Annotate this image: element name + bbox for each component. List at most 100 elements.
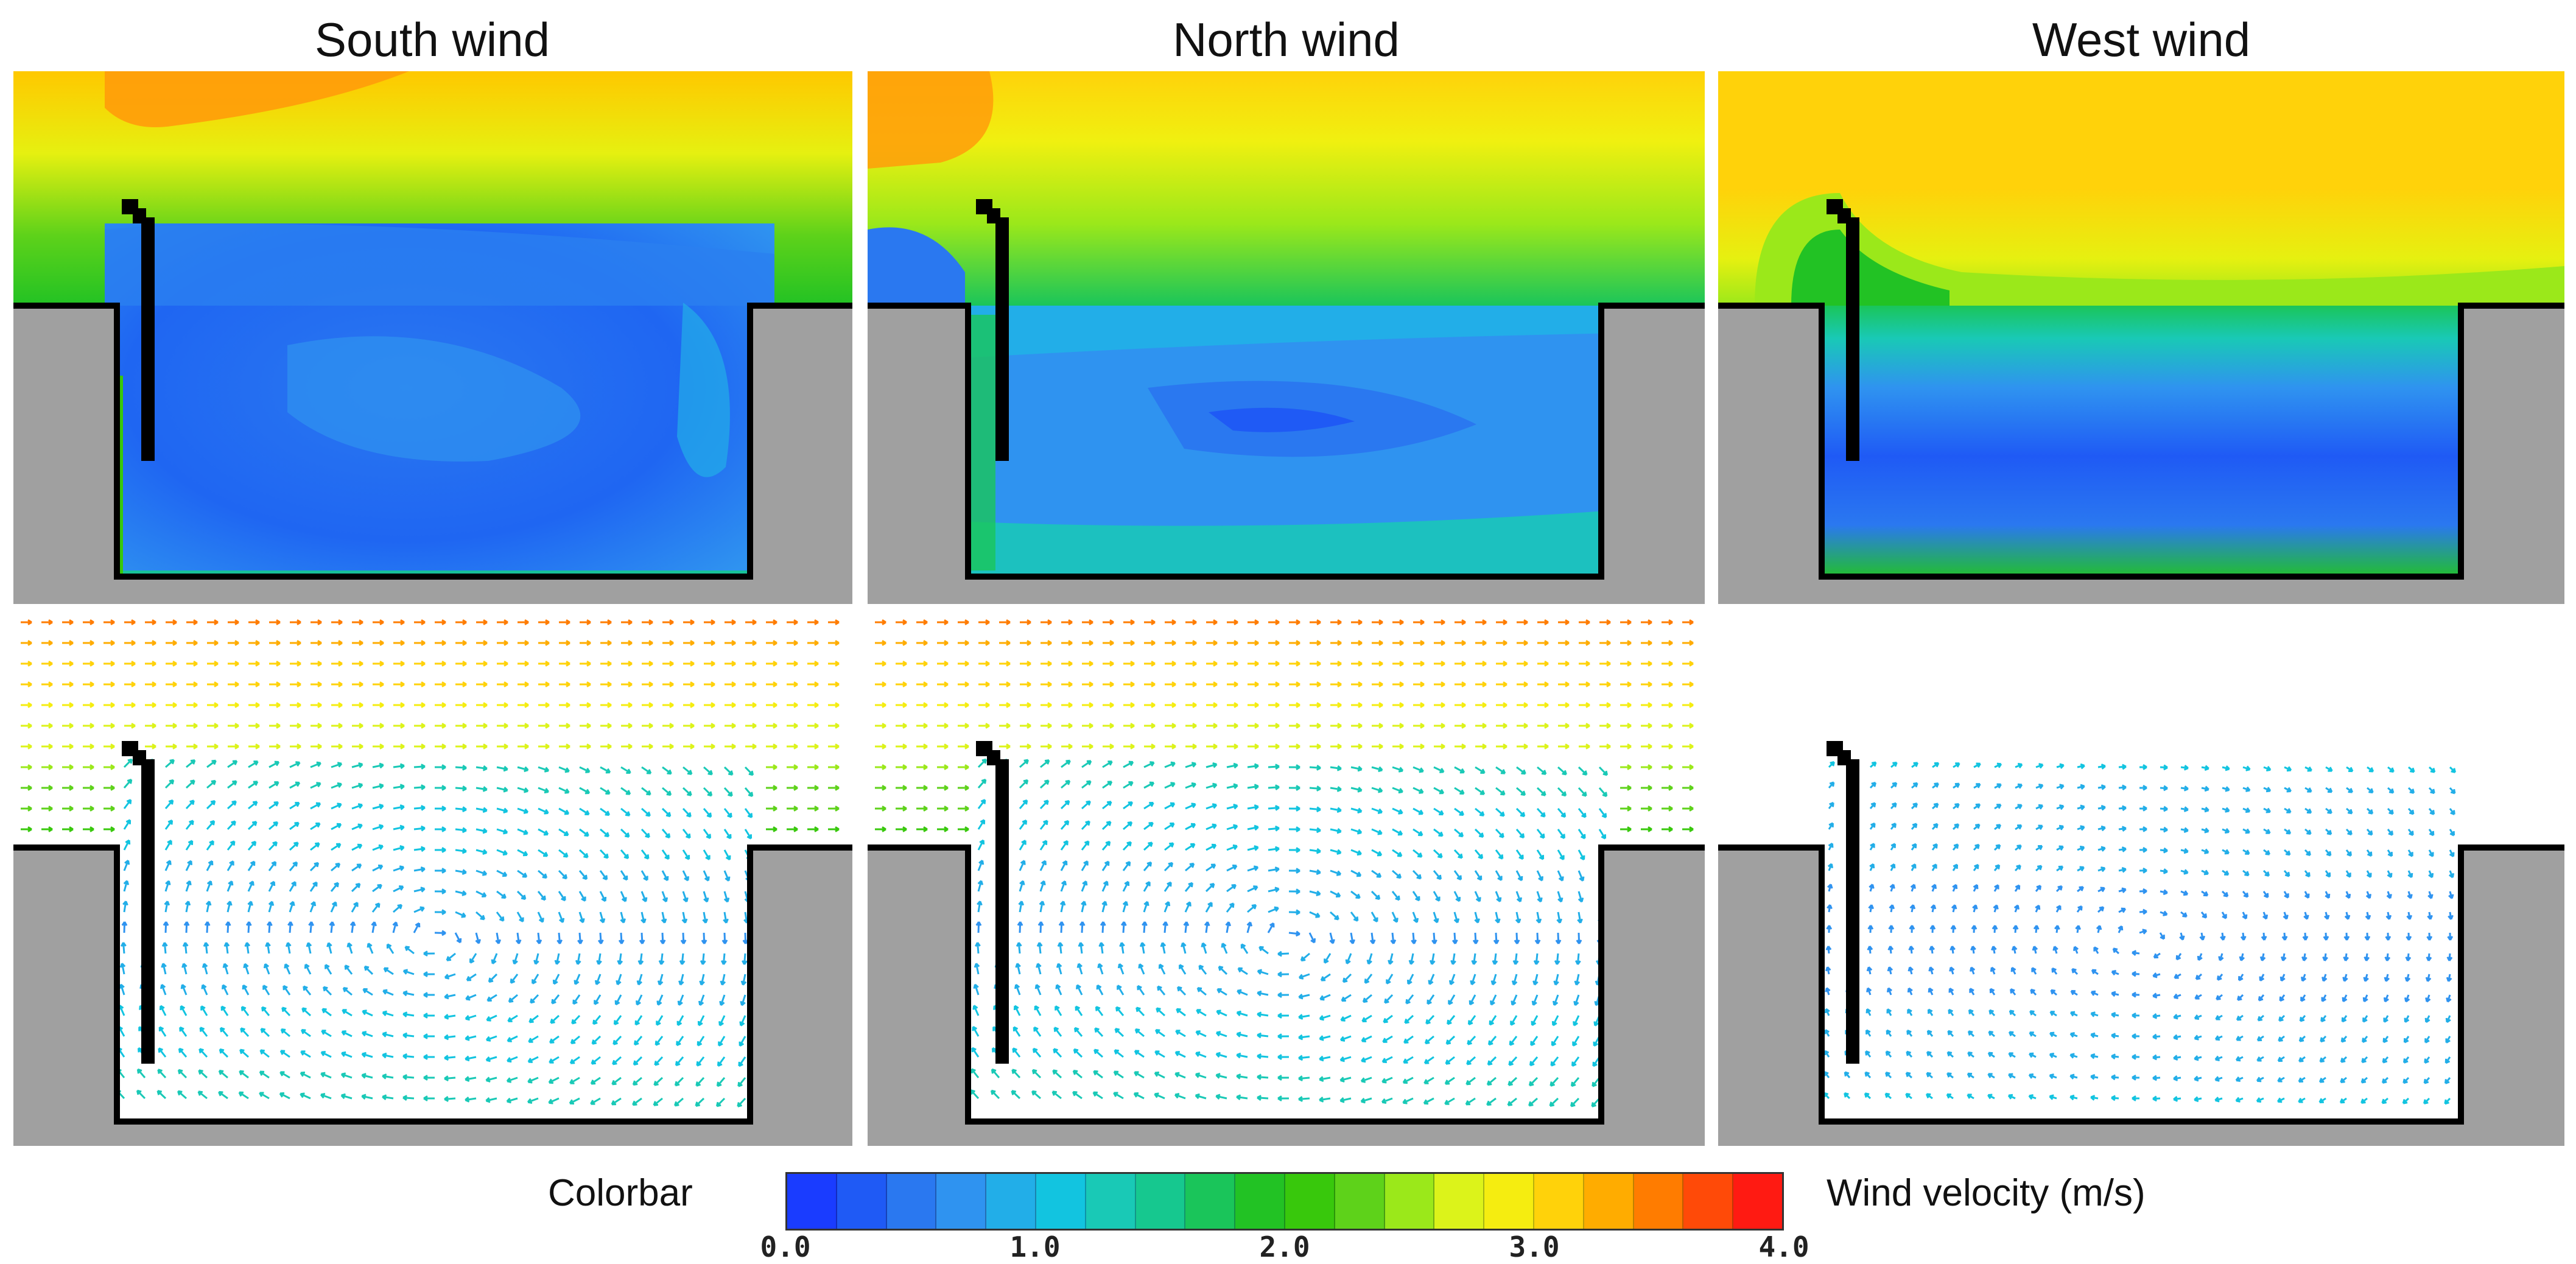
velocity-vector bbox=[1515, 870, 1523, 882]
velocity-vector bbox=[1952, 883, 1958, 892]
velocity-vector bbox=[1434, 681, 1445, 687]
velocity-vector bbox=[620, 828, 630, 838]
velocity-vector bbox=[2284, 787, 2292, 793]
velocity-vector bbox=[311, 723, 322, 729]
velocity-vector bbox=[807, 661, 819, 667]
velocity-vector bbox=[1195, 1093, 1207, 1100]
velocity-vector bbox=[1300, 952, 1310, 962]
velocity-vector bbox=[1362, 994, 1372, 1003]
velocity-vector bbox=[1475, 640, 1487, 646]
velocity-vector bbox=[393, 904, 403, 913]
velocity-vector bbox=[697, 1015, 705, 1027]
velocity-vector bbox=[600, 766, 611, 774]
velocity-vector bbox=[228, 681, 239, 687]
velocity-vector bbox=[248, 781, 259, 789]
velocity-vector bbox=[496, 787, 508, 793]
velocity-vector bbox=[372, 762, 384, 769]
velocity-vector bbox=[1455, 661, 1466, 667]
velocity-vector bbox=[536, 932, 542, 944]
velocity-vector bbox=[466, 973, 477, 981]
velocity-vector bbox=[618, 932, 625, 944]
velocity-vector bbox=[2014, 864, 2021, 872]
velocity-vector bbox=[206, 799, 216, 810]
velocity-vector bbox=[1329, 911, 1339, 921]
velocity-vector bbox=[533, 953, 539, 965]
velocity-vector bbox=[1298, 1055, 1310, 1061]
velocity-vector bbox=[1549, 1076, 1559, 1087]
velocity-vector bbox=[2014, 884, 2021, 892]
velocity-vector bbox=[2283, 891, 2289, 899]
velocity-vector bbox=[2132, 1053, 2140, 1060]
velocity-vector bbox=[1448, 974, 1456, 986]
velocity-vector bbox=[1434, 723, 1445, 729]
velocity-vector bbox=[2263, 787, 2272, 793]
velocity-vector bbox=[497, 619, 508, 625]
velocity-vector bbox=[1095, 1006, 1104, 1016]
velocity-vector bbox=[1599, 619, 1611, 625]
velocity-vector bbox=[2152, 972, 2161, 978]
velocity-vector bbox=[1289, 619, 1300, 625]
velocity-vector bbox=[2235, 1056, 2244, 1062]
velocity-vector bbox=[1448, 994, 1456, 1005]
velocity-vector bbox=[2298, 1076, 2306, 1083]
velocity-vector bbox=[1257, 1053, 1269, 1059]
velocity-vector bbox=[1216, 1009, 1227, 1017]
velocity-vector bbox=[1277, 1075, 1290, 1081]
velocity-vector bbox=[1886, 1029, 1892, 1037]
velocity-vector bbox=[2118, 784, 2127, 791]
velocity-vector bbox=[2056, 784, 2065, 790]
velocity-vector bbox=[2029, 1010, 2037, 1017]
velocity-vector bbox=[999, 661, 1011, 667]
velocity-vector bbox=[1215, 1031, 1227, 1038]
velocity-vector bbox=[444, 1034, 456, 1041]
velocity-vector bbox=[2277, 1076, 2285, 1083]
velocity-vector bbox=[434, 764, 446, 770]
velocity-vector bbox=[518, 723, 529, 729]
velocity-vector bbox=[455, 848, 467, 854]
velocity-vector bbox=[1012, 1047, 1021, 1058]
velocity-vector bbox=[1536, 849, 1545, 860]
velocity-vector bbox=[1144, 681, 1156, 687]
velocity-vector bbox=[2056, 845, 2064, 851]
velocity-vector bbox=[2242, 807, 2251, 813]
velocity-vector bbox=[703, 766, 713, 776]
velocity-vector bbox=[1371, 807, 1383, 814]
velocity-vector bbox=[682, 870, 690, 882]
velocity-vector bbox=[1905, 1072, 1913, 1079]
velocity-vector bbox=[465, 1076, 477, 1082]
velocity-vector bbox=[204, 921, 211, 933]
velocity-vector bbox=[2242, 891, 2249, 898]
velocity-vector bbox=[1973, 863, 1979, 871]
velocity-vector bbox=[518, 640, 529, 646]
velocity-vector bbox=[1310, 661, 1321, 667]
velocity-vector bbox=[205, 901, 212, 913]
velocity-vector bbox=[311, 702, 322, 708]
velocity-vector bbox=[1906, 1030, 1913, 1037]
velocity-vector bbox=[2201, 806, 2209, 813]
velocity-vector bbox=[2424, 1015, 2430, 1023]
velocity-vector bbox=[164, 799, 174, 809]
velocity-vector bbox=[2298, 1097, 2306, 1103]
velocity-vector bbox=[435, 619, 446, 625]
velocity-vector bbox=[2215, 1014, 2223, 1020]
velocity-vector bbox=[2258, 994, 2265, 1002]
velocity-vector bbox=[220, 1005, 229, 1016]
velocity-vector bbox=[435, 743, 446, 750]
velocity-vector bbox=[83, 785, 94, 791]
velocity-vector bbox=[2262, 869, 2270, 877]
velocity-vector bbox=[1310, 640, 1321, 646]
velocity-vector bbox=[2406, 932, 2412, 941]
velocity-vector bbox=[725, 681, 736, 687]
velocity-vector bbox=[1309, 765, 1321, 771]
velocity-vector bbox=[206, 860, 214, 871]
velocity-vector bbox=[2449, 849, 2455, 857]
velocity-vector bbox=[1579, 702, 1590, 708]
velocity-vector bbox=[1351, 743, 1363, 750]
velocity-vector bbox=[21, 764, 32, 770]
velocity-vector bbox=[2283, 870, 2290, 877]
velocity-vector bbox=[341, 1051, 353, 1058]
velocity-vector bbox=[444, 1075, 456, 1081]
velocity-vector bbox=[304, 963, 312, 975]
velocity-vector bbox=[1119, 942, 1125, 954]
velocity-vector bbox=[2263, 849, 2270, 855]
